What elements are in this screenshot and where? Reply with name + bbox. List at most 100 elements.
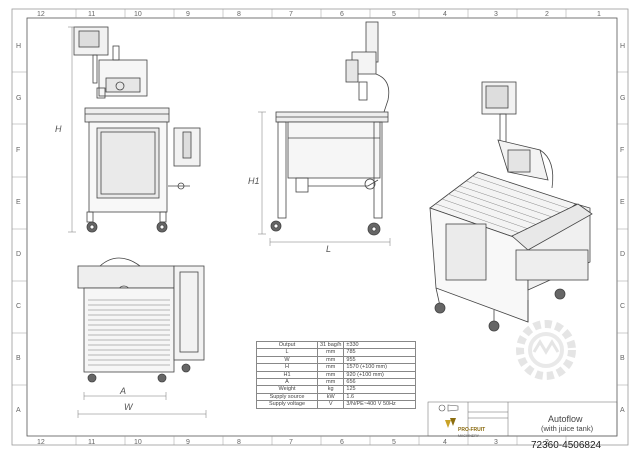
side-view [258,21,391,246]
grid-label: G [16,95,21,102]
table-row: H mm 1570 (+100 mm) [256,363,416,372]
title-block [427,401,618,437]
projection-symbol-icon [438,404,459,412]
grid-label: D [16,251,21,258]
isometric-view [429,81,593,332]
grid-label: H [16,43,21,50]
spec-param: H [256,363,318,372]
grid-label: H [620,43,625,50]
reference-number: 72360-4506824 [531,440,602,451]
table-row: Supply source kW 1.6 [256,392,416,402]
table-row: W mm 955 [256,355,416,365]
grid-label: 9 [186,439,190,446]
dimension-h-label: H [55,124,62,134]
table-row: Weight kg 125 [256,385,416,394]
specification-table: Output 31 bag/h ±330 L mm 785 W mm 955 H… [256,340,416,409]
table-row: L mm 785 [256,348,416,357]
table-row: H1 mm 920 (+100 mm) [256,370,416,380]
grid-label: B [620,355,625,362]
table-row: A mm 656 [256,378,416,387]
spec-value: 1.6 [343,392,416,402]
dimension-a-label: A [119,386,126,396]
grid-label: C [16,303,21,310]
grid-label: 9 [186,11,190,18]
spec-unit: kg [316,385,345,394]
grid-top-ticks [12,9,628,445]
sheet-border-inner [26,17,618,437]
spec-unit: mm [316,378,345,387]
logo-text: PRO-FRUIT [458,427,486,433]
grid-labels-right: H G F E D C B A [620,43,625,414]
spec-value: 125 [343,385,416,394]
spec-unit: mm [316,355,345,365]
grid-label: A [620,407,625,414]
watermark-gear-icon [516,320,576,380]
table-row: Supply voltage V 3/N/PE~400 V 50Hz [256,400,416,409]
grid-label: 7 [289,11,293,18]
spec-value: 955 [343,355,416,365]
dimension-l-label: L [326,244,331,254]
spec-value: 920 (+100 mm) [343,370,416,380]
grid-label: 4 [443,439,447,446]
grid-label: C [620,303,625,310]
grid-label: 2 [545,11,549,18]
front-view [68,26,201,233]
spec-param: L [256,348,318,357]
grid-label: D [620,251,625,258]
logo-icon [445,418,456,428]
grid-label: 3 [494,11,498,18]
spec-unit: 31 bag/h [316,340,345,350]
grid-label: E [620,199,625,206]
grid-label: 7 [289,439,293,446]
grid-label: 8 [237,11,241,18]
grid-label: 12 [37,439,45,446]
grid-label: 10 [134,439,142,446]
spec-value: 785 [343,348,416,357]
spec-param: Supply voltage [256,400,318,409]
grid-label: F [16,147,20,154]
grid-label: G [620,95,625,102]
grid-label: 2 [545,439,549,446]
grid-label: 3 [494,439,498,446]
drawing-subtitle: (with juice tank) [541,424,594,433]
grid-label: 8 [237,439,241,446]
sheet-border-outer [11,8,629,446]
grid-label: F [620,147,624,154]
spec-param: Supply source [256,392,318,402]
spec-value: 656 [343,378,416,387]
spec-param: W [256,355,318,365]
spec-unit: mm [316,370,345,380]
spec-value: ±330 [343,340,416,350]
grid-label: A [16,407,21,414]
grid-label: 6 [340,439,344,446]
dimension-w-label: W [124,402,134,412]
spec-unit: kW [316,392,345,402]
grid-label: 11 [88,439,95,446]
top-view [77,257,207,418]
grid-labels-left: H G F E D C B A [16,43,21,414]
spec-param: Output [256,340,318,350]
grid-label: 12 [37,11,45,18]
grid-label: 6 [340,11,344,18]
grid-labels-top: 12 11 10 9 8 7 6 5 4 3 2 1 [37,11,601,18]
dimension-h1-label: H1 [248,176,260,186]
grid-label: B [16,355,21,362]
grid-label: 11 [88,11,95,18]
spec-param: H1 [256,370,318,380]
spec-unit: mm [316,363,345,372]
grid-label: 10 [134,11,142,18]
grid-label: 4 [443,11,447,18]
grid-label: 1 [597,11,601,18]
spec-value: 1570 (+100 mm) [343,363,416,372]
grid-label: E [16,199,21,206]
spec-unit: V [316,400,345,409]
grid-labels-bottom: 12 11 10 9 8 7 6 5 4 3 2 [37,439,549,446]
spec-value: 3/N/PE~400 V 50Hz [343,400,416,409]
spec-unit: mm [316,348,345,357]
drawing-title: Autoflow [548,414,583,424]
grid-label: 5 [392,11,396,18]
spec-param: A [256,378,318,387]
logo-subtext: MACHINERY [458,434,479,438]
spec-param: Weight [256,385,318,394]
